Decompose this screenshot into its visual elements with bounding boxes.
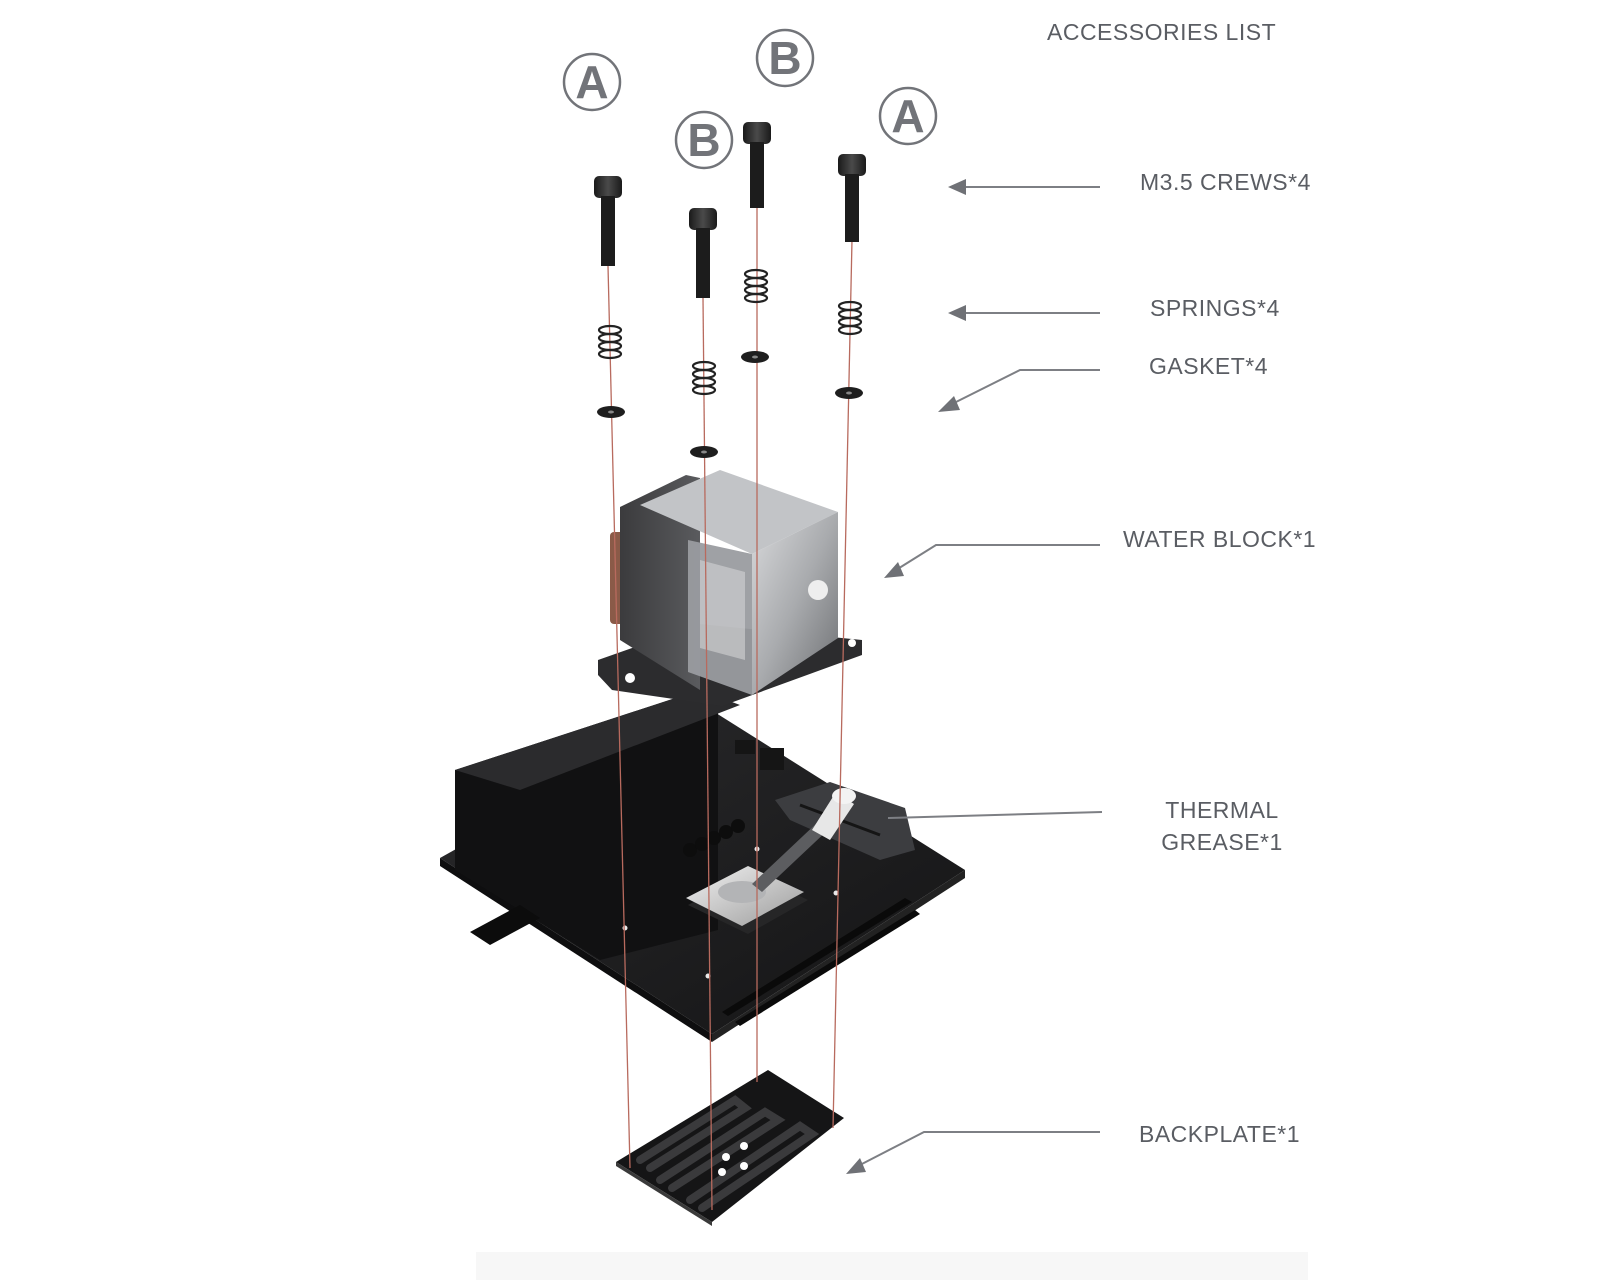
- leader-thermal-grease: [887, 811, 1103, 819]
- arrowhead-water-block: [884, 562, 904, 578]
- screw: [743, 122, 771, 144]
- marker-a-right: A: [878, 86, 938, 146]
- spring: [743, 268, 769, 304]
- marker-b-right: B: [755, 28, 815, 88]
- callout-label-screws: M3.5 CREWS*4: [1140, 169, 1311, 195]
- spring: [837, 300, 863, 336]
- leader-backplate: [857, 1131, 1100, 1167]
- water-block: [598, 470, 862, 706]
- screw-stack-a1: [594, 176, 625, 418]
- svg-text:B: B: [687, 114, 720, 166]
- screw-stack-b1: [689, 208, 718, 458]
- callout-label-thermal-grease: THERMAL GREASE*1: [1158, 794, 1286, 858]
- arrowhead-gasket: [938, 396, 960, 412]
- callout-label-gasket: GASKET*4: [1149, 353, 1269, 379]
- callout-label-water-block: WATER BLOCK*1: [1123, 526, 1317, 552]
- arrowheads: [846, 179, 966, 1174]
- spring: [597, 324, 623, 360]
- arrowhead-springs: [948, 305, 966, 321]
- marker-a-left: A: [562, 52, 622, 112]
- svg-text:A: A: [575, 56, 608, 108]
- screw-stack-b2: [741, 122, 771, 363]
- spring: [691, 360, 717, 396]
- accessories-list-title: ACCESSORIES LIST: [1047, 19, 1277, 45]
- thermal-grease-line2: GREASE*1: [1161, 829, 1283, 855]
- leader-gasket: [951, 369, 1100, 405]
- thermal-grease-syringe: [752, 788, 856, 892]
- screw: [689, 208, 717, 230]
- thermal-grease-line1: THERMAL: [1165, 797, 1279, 823]
- footer-strip: [476, 1252, 1308, 1280]
- leader-lines: [857, 186, 1103, 1167]
- svg-text:A: A: [891, 90, 924, 142]
- motherboard: [440, 690, 965, 1042]
- callout-label-springs: SPRINGS*4: [1150, 295, 1280, 321]
- svg-text:B: B: [768, 32, 801, 84]
- pcie-slot: [722, 898, 912, 1016]
- backplate-part: [616, 1070, 844, 1226]
- screw-stack-a2: [835, 154, 866, 399]
- arrowhead-screws: [948, 179, 966, 195]
- arrowhead-backplate: [846, 1158, 866, 1174]
- marker-b-left: B: [674, 110, 734, 170]
- screw: [838, 154, 866, 176]
- leader-water-block: [895, 544, 1100, 571]
- thermal-paste-blob: [718, 881, 766, 903]
- callout-label-backplate: BACKPLATE*1: [1139, 1121, 1301, 1147]
- screw: [594, 176, 622, 198]
